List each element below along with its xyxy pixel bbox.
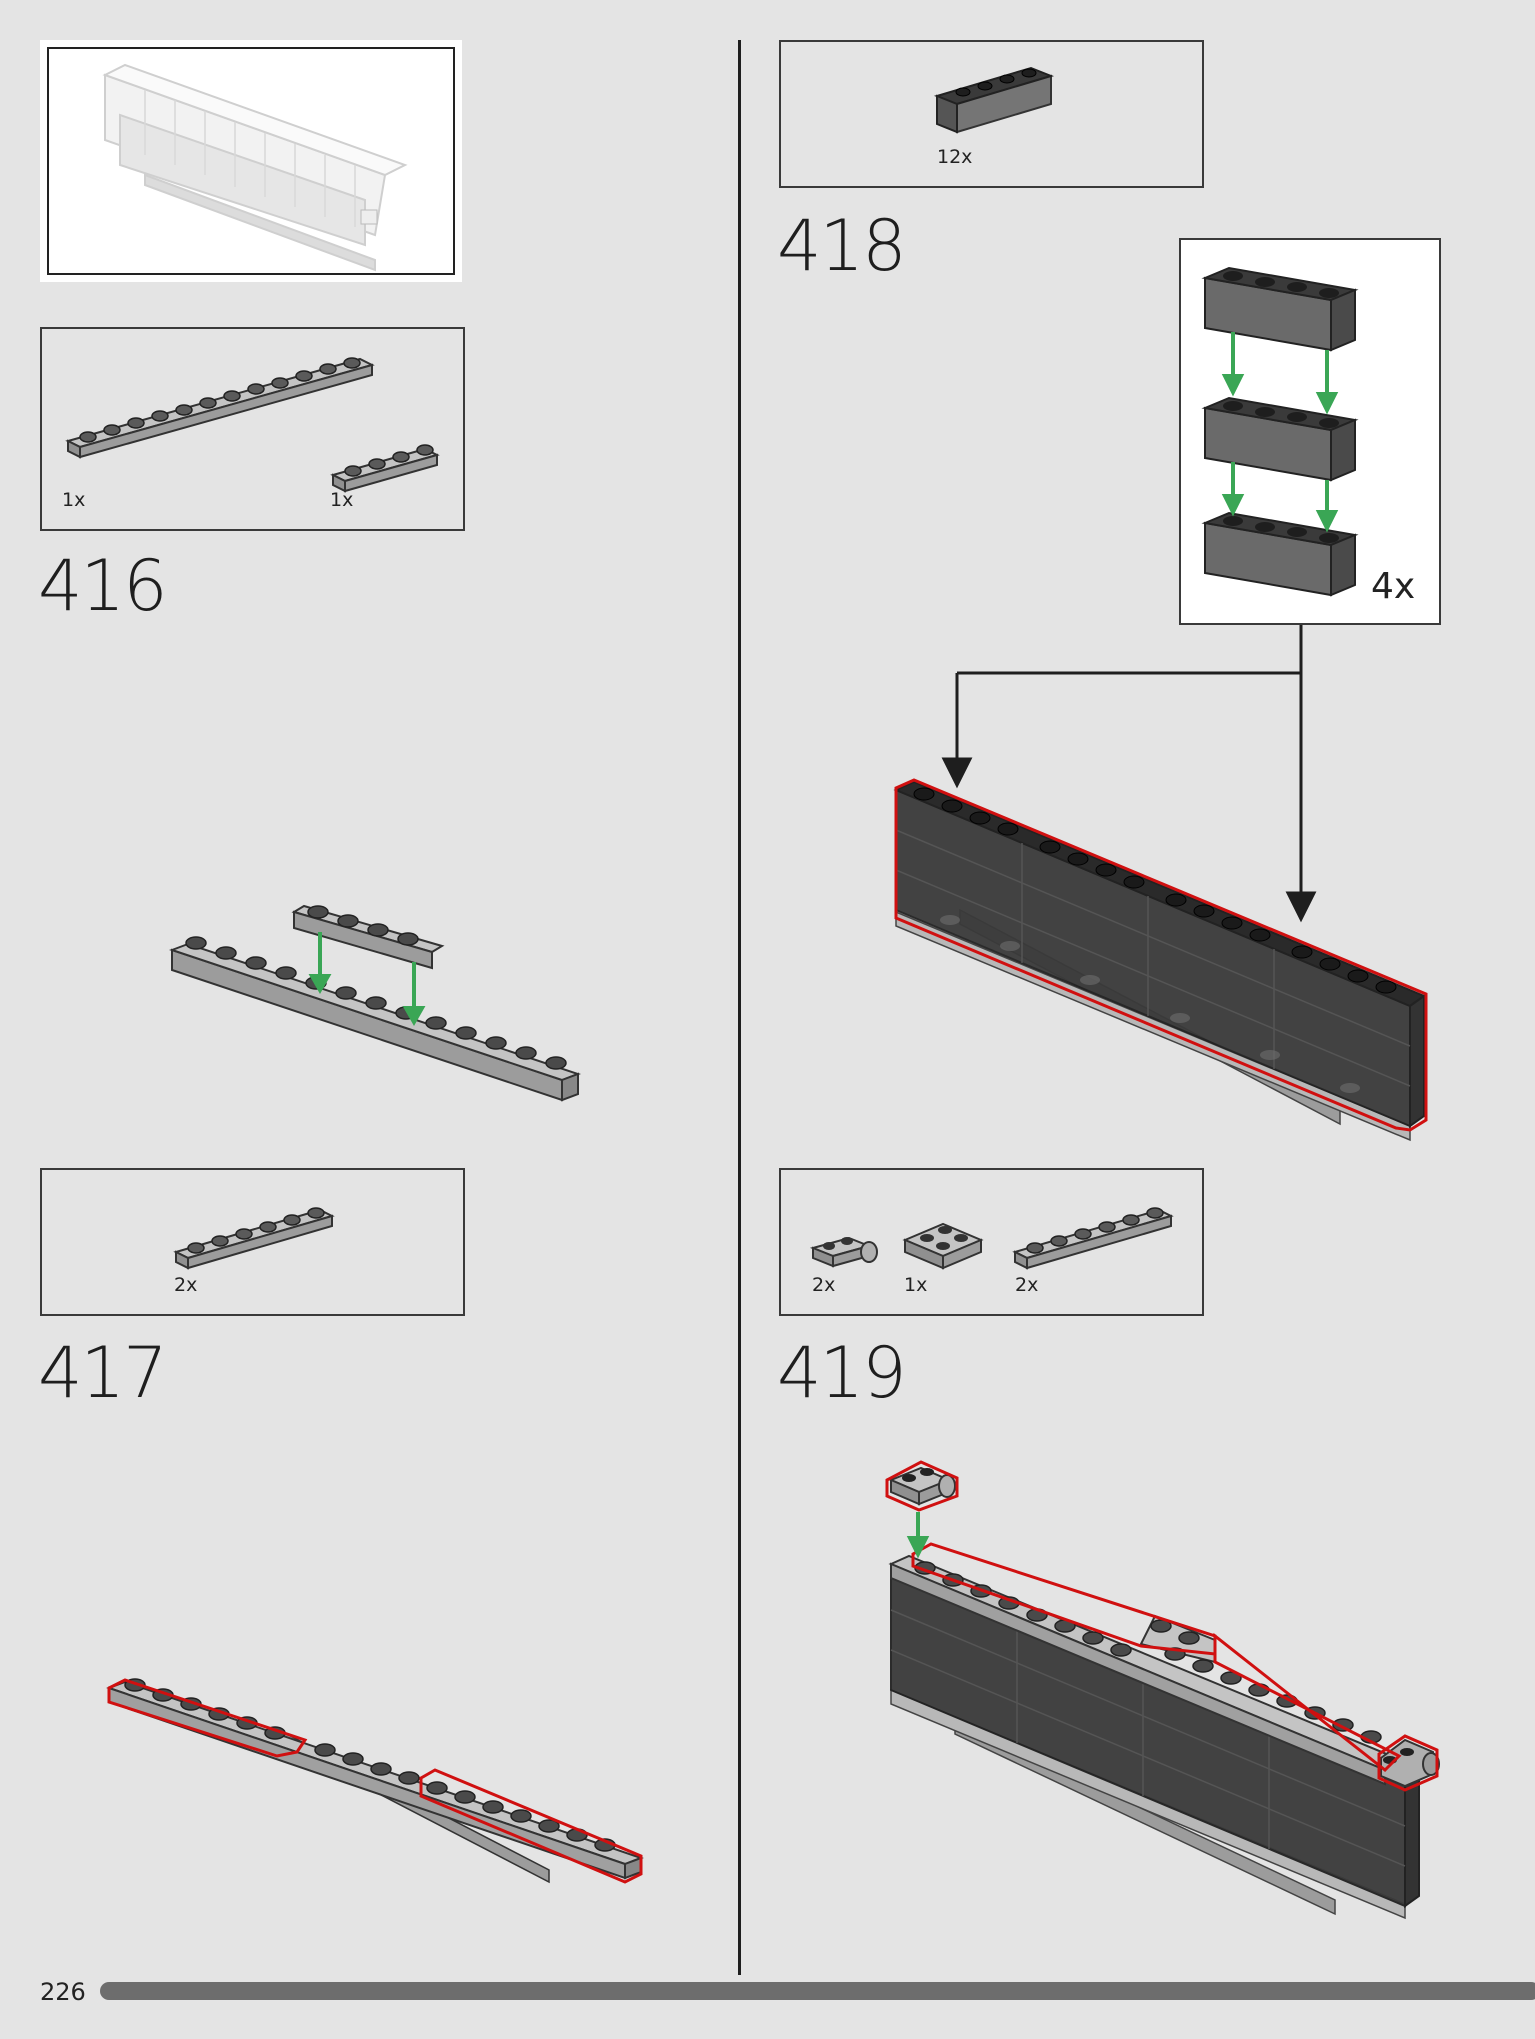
step-number: 419	[777, 1332, 907, 1414]
sub-assembly-callout: 4x	[1179, 238, 1441, 625]
plate-2x2-illustration	[902, 1222, 984, 1270]
page-progress-bar	[100, 1982, 1535, 2000]
callout-connector-lines	[941, 625, 1317, 923]
step-419-build-illustration	[885, 1460, 1440, 1920]
step-number: 418	[777, 205, 907, 287]
part-qty: 2x	[812, 1274, 836, 1296]
plate-1x12-illustration	[65, 357, 375, 459]
plate-1x6-illustration	[1012, 1207, 1174, 1270]
step-417-build-illustration	[106, 1678, 644, 1884]
step-418-build-illustration	[893, 778, 1428, 1142]
stacked-bricks-illustration	[1201, 266, 1359, 597]
step-416-parts-box: 1x 1x	[40, 327, 465, 531]
step-417-parts-box: 2x	[40, 1168, 465, 1316]
column-divider	[738, 40, 741, 1975]
plate-1x4-illustration	[330, 444, 440, 493]
assembly-overview-illustration	[102, 63, 408, 272]
part-qty: 1x	[330, 489, 354, 511]
step-418-parts-box: 12x	[779, 40, 1204, 188]
page-number: 226	[40, 1978, 86, 2006]
assembly-overview-frame	[40, 40, 462, 282]
brick-1x4-trans-black-illustration	[933, 66, 1055, 134]
step-419-parts-box: 2x 1x 2x	[779, 1168, 1204, 1316]
plate-1x6-illustration	[173, 1207, 335, 1270]
step-number: 416	[38, 545, 168, 627]
bracket-plate-illustration	[809, 1236, 878, 1268]
step-number: 417	[38, 1332, 168, 1414]
part-qty: 2x	[1015, 1274, 1039, 1296]
part-qty: 12x	[937, 146, 973, 168]
sub-assembly-multiplier: 4x	[1371, 566, 1416, 607]
part-qty: 1x	[904, 1274, 928, 1296]
step-416-build-illustration	[169, 904, 581, 1102]
part-qty: 1x	[62, 489, 86, 511]
part-qty: 2x	[174, 1274, 198, 1296]
